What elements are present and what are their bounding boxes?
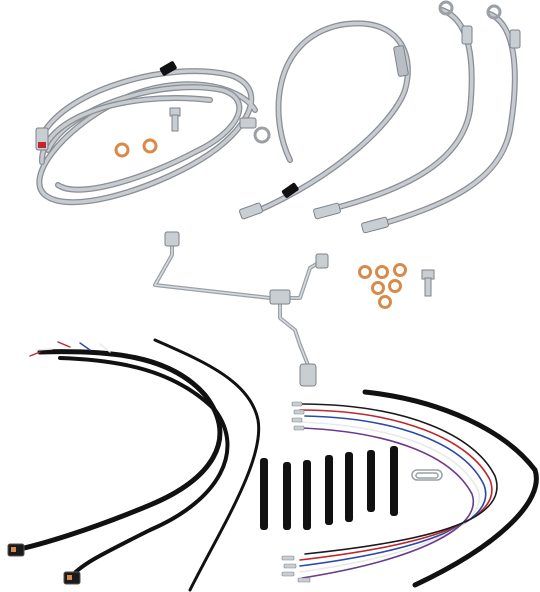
banjo-fitting-left-coil [239,117,271,144]
banjo-fitting-right-2 [486,4,521,49]
copper-washers-cluster [358,263,407,309]
heat-shrink-tube [325,455,333,525]
fitting-center-sleeve [393,45,409,77]
heat-shrink-tube [345,452,353,522]
heat-shrink-tube [303,460,311,530]
harness-wire-ends [29,341,111,357]
heat-shrink-tube [390,446,398,516]
coiled-brake-line-center [252,20,411,215]
hard-line-fittings [164,231,329,387]
copper-washer [378,295,392,309]
line-end-fittings [313,202,389,234]
copper-washer [142,138,158,154]
black-tubing-right [362,389,539,588]
wiring-harness-left [12,338,261,592]
brand-label-sleeve [281,182,299,198]
copper-washer [114,142,130,158]
fitting-left-end [35,127,49,151]
copper-washer [375,265,389,279]
wiring-harness-right [299,403,498,579]
straight-brake-line-2 [365,11,518,231]
copper-washers-pair [114,138,158,158]
wire-terminals [281,401,311,583]
copper-washer [393,263,407,277]
hard-line-assembly [153,238,322,367]
banjo-bolt-2 [421,269,435,297]
copper-washer [371,281,385,295]
fitting-center-end [239,202,263,220]
connector-plugs [7,543,81,585]
heat-shrink-tube [283,462,291,530]
copper-washer [388,279,402,293]
heat-shrink-tube [367,450,375,512]
brand-label-sleeve [159,61,177,76]
coiled-brake-line-left [36,68,258,206]
banjo-bolt-1 [169,107,181,132]
banjo-fitting-right-1 [438,0,473,45]
copper-washer [358,265,372,279]
paper-clip [411,469,443,481]
heat-shrink-tube [260,458,268,530]
heat-shrink-tubes [260,446,398,530]
